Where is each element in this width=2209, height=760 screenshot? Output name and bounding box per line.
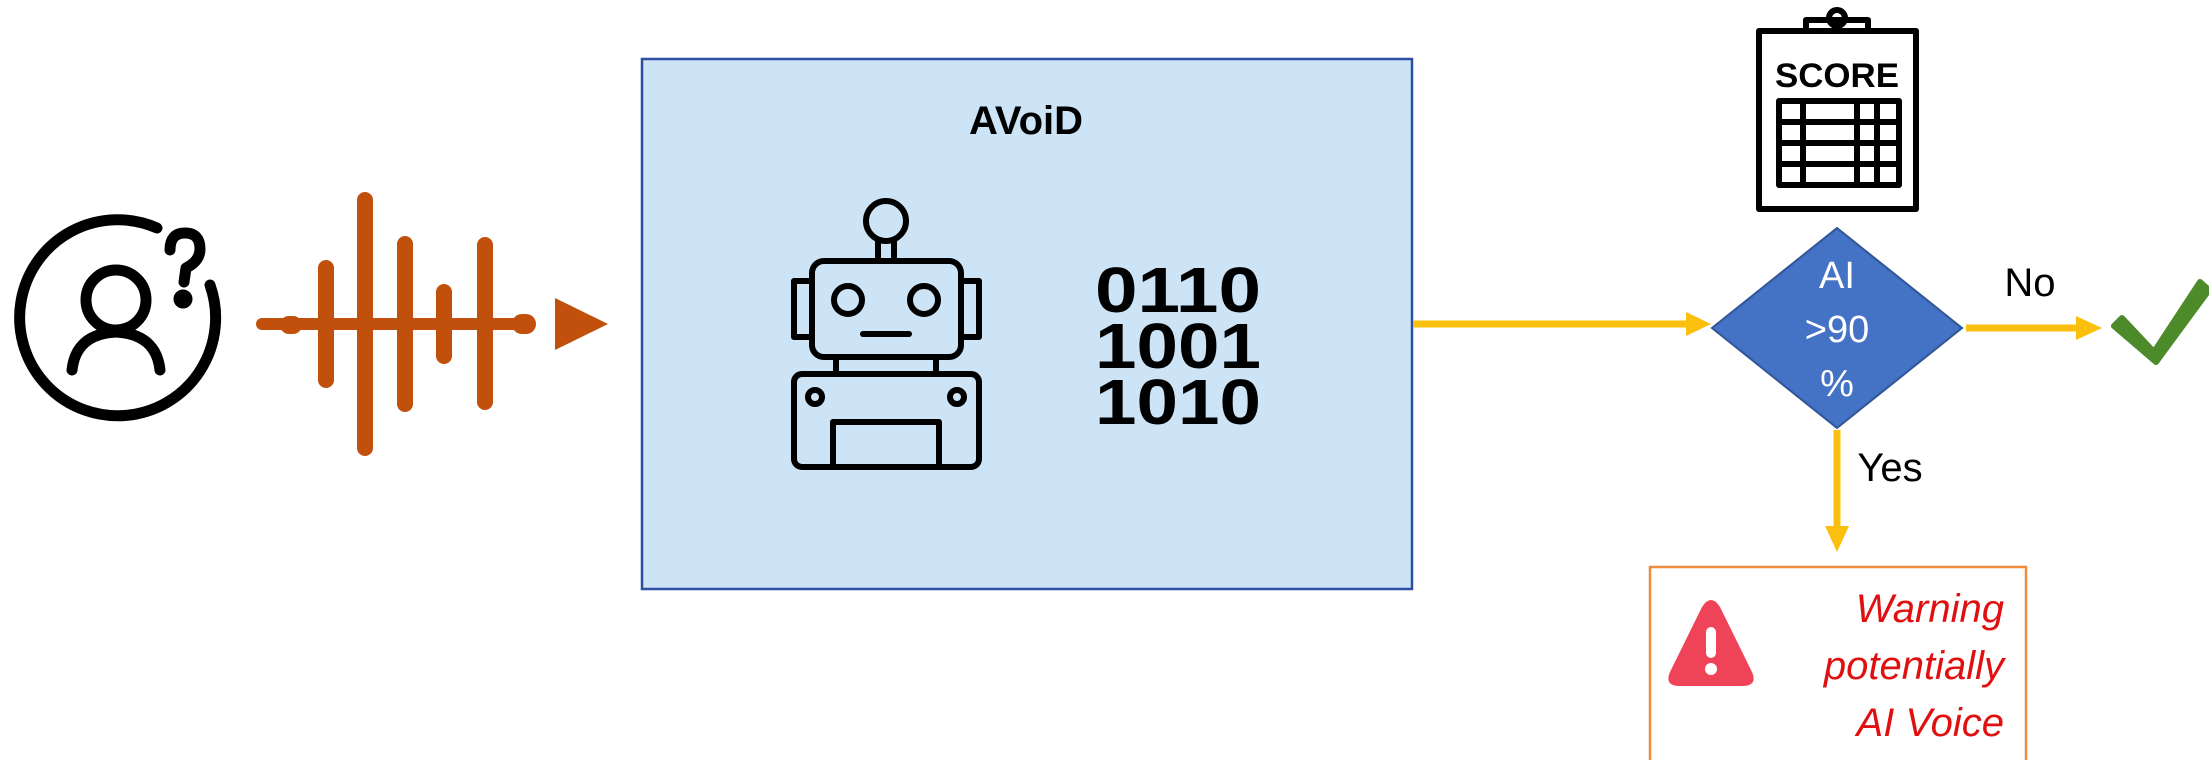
decision-line-3: % [1820,363,1854,405]
scoreboard-label: SCORE [1775,57,1899,95]
arrow-yes [1825,430,1849,552]
branch-yes-label: Yes [1857,446,1922,490]
avoid-box [640,57,1414,591]
warning-line-3: AI Voice [1855,701,2004,745]
robot-icon [791,198,982,470]
decision-line-2: >90 [1805,309,1869,351]
arrow-to-decision [1413,312,1711,336]
unknown-user-icon [14,214,222,422]
checkmark-icon [2111,279,2209,365]
arrow-no [1966,316,2102,340]
binary-code-icon: 0110 1001 1010 [1095,254,1261,438]
binary-line-2: 1001 [1095,310,1261,382]
warning-line-1: Warning [1856,587,2004,631]
branch-no-label: No [2004,261,2055,305]
warning-icon [1668,600,1754,686]
warning-line-2: potentially [1823,644,2007,688]
warning-box [1648,565,2028,760]
avoid-title: AVoiD [969,99,1083,143]
decision-line-1: AI [1819,255,1855,297]
scoreboard-icon [1756,7,1919,212]
binary-line-3: 1010 [1095,366,1261,438]
sound-wave-icon [256,192,608,456]
binary-line-1: 0110 [1095,254,1261,326]
decision-diamond [1710,226,1964,430]
